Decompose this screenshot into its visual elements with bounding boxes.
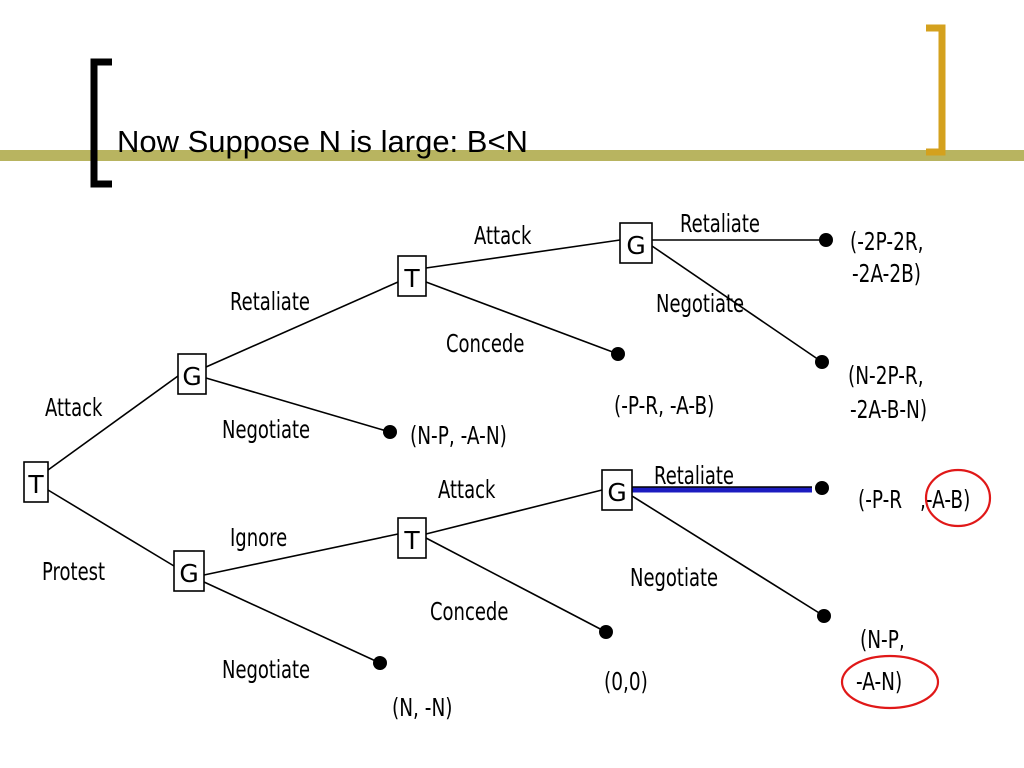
edge-g-lower-right-negotiate xyxy=(631,495,825,617)
terminal-dot xyxy=(611,347,625,361)
edge-t-upper-concede xyxy=(425,281,619,355)
node-g-lower-right xyxy=(601,469,633,511)
edge-label-g-lower-negotiate: Negotiate xyxy=(222,656,310,685)
payoff-upper-retaliate-line1: (-2P-2R, xyxy=(850,228,924,256)
payoff-lower-retaliate-part1: (-P-R xyxy=(858,486,902,514)
edge-label-t-upper-concede: Concede xyxy=(446,330,524,359)
edge-label-g-upper-retaliate: Retaliate xyxy=(230,288,310,317)
payoff-labels: (-2P-2R, -2A-2B) (N-2P-R, -2A-B-N) (-P-R… xyxy=(392,228,970,722)
edge-label-g-upper-negotiate: Negotiate xyxy=(222,416,310,445)
terminal-dot xyxy=(373,656,387,670)
highlight-circle-negotiate-payoff xyxy=(840,654,940,710)
left-bracket xyxy=(90,58,112,188)
edge-labels: Attack Protest Retaliate Negotiate Attac… xyxy=(42,210,760,685)
edge-label-root-protest: Protest xyxy=(42,558,105,587)
edge-g-upper-negotiate xyxy=(205,377,391,433)
payoff-upper-negotiate-line2: -2A-B-N) xyxy=(850,396,927,424)
edge-t-lower-concede xyxy=(425,537,607,633)
right-bracket xyxy=(926,24,946,156)
edge-g-lower-ignore xyxy=(203,533,399,576)
terminal-dot xyxy=(817,609,831,623)
edge-label-root-attack: Attack xyxy=(45,394,103,423)
edge-t-lower-attack xyxy=(425,489,603,535)
node-label-g-upper: G xyxy=(182,362,201,391)
highlight-circle-retaliate-payoff xyxy=(924,468,992,528)
edge-root-protest xyxy=(47,489,175,567)
node-label-root: T xyxy=(27,470,44,499)
payoff-lower-negotiate-line1: (N-P, xyxy=(860,626,905,654)
node-boxes xyxy=(23,222,653,592)
edge-t-upper-attack xyxy=(425,239,621,269)
node-root xyxy=(23,461,49,503)
node-labels: T G G T T G G xyxy=(27,231,645,588)
edge-label-g-upper-right-negotiate: Negotiate xyxy=(656,290,744,319)
terminal-dot xyxy=(383,425,397,439)
node-label-g-lower-right: G xyxy=(607,478,626,507)
terminal-dot xyxy=(815,355,829,369)
edge-label-g-lower-right-retaliate: Retaliate xyxy=(654,462,734,491)
edge-label-t-lower-concede: Concede xyxy=(430,598,508,627)
edge-g-lower-negotiate xyxy=(203,581,381,664)
tree-edges xyxy=(47,239,826,664)
payoff-upper-negotiate-line1: (N-2P-R, xyxy=(848,362,924,390)
node-label-t-upper: T xyxy=(403,264,420,293)
terminal-dot xyxy=(815,481,829,495)
payoff-upper-g-negotiate: (N-P, -A-N) xyxy=(410,422,507,450)
edge-label-t-upper-attack: Attack xyxy=(474,222,532,251)
node-g-lower xyxy=(173,550,205,592)
edge-label-t-lower-attack: Attack xyxy=(438,476,496,505)
edge-label-g-lower-right-negotiate: Negotiate xyxy=(630,564,718,593)
node-label-g-upper-right: G xyxy=(626,231,645,260)
payoff-lower-concede: (0,0) xyxy=(604,668,648,696)
terminal-dot xyxy=(599,625,613,639)
edge-g-upper-retaliate xyxy=(205,281,399,368)
node-t-lower xyxy=(397,517,427,559)
edge-root-attack xyxy=(47,375,179,471)
slide-title: Now Suppose N is large: B<N xyxy=(117,124,528,159)
node-g-upper xyxy=(177,353,207,395)
edge-g-upper-right-negotiate xyxy=(651,245,823,363)
node-g-upper-right xyxy=(619,222,653,264)
edge-label-g-upper-right-retaliate: Retaliate xyxy=(680,210,760,239)
edge-label-g-lower-ignore: Ignore xyxy=(230,524,287,553)
node-t-upper xyxy=(397,255,427,297)
terminal-dots xyxy=(373,233,833,670)
node-label-t-lower: T xyxy=(403,526,420,555)
payoff-upper-retaliate-line2: -2A-2B) xyxy=(852,260,921,288)
payoff-lower-g-negotiate: (N, -N) xyxy=(392,694,453,722)
payoff-lower-negotiate-line2: -A-N) xyxy=(856,668,902,696)
node-label-g-lower: G xyxy=(179,559,198,588)
payoff-upper-concede: (-P-R, -A-B) xyxy=(614,392,714,420)
title-band xyxy=(0,150,1024,161)
terminal-dot xyxy=(819,233,833,247)
